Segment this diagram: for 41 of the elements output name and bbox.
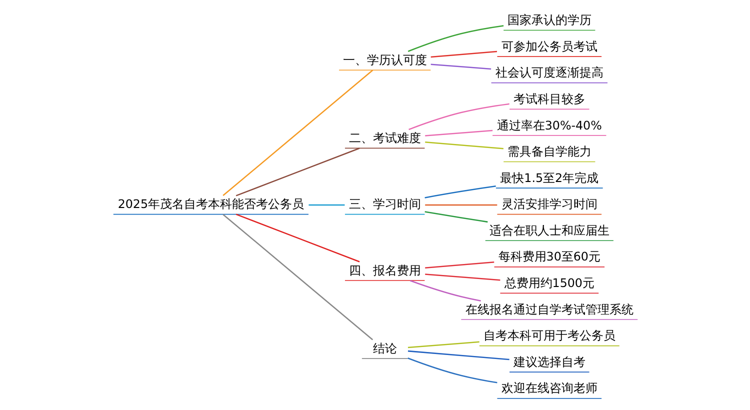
node-text: 国家承认的学历 [506, 13, 591, 28]
node-text: 一、学历认可度 [342, 52, 426, 67]
connector [424, 141, 503, 150]
connector [407, 350, 509, 360]
node-text: 社会认可度逐渐提高 [494, 66, 603, 80]
connector [424, 274, 500, 281]
connector [222, 70, 373, 196]
connector [407, 25, 504, 52]
connector [235, 214, 360, 262]
node-text: 欢迎在线咨询老师 [500, 381, 597, 396]
node-text: 每科费用30至60元 [498, 250, 600, 264]
node-text: 适合在职人士和应届生 [488, 223, 609, 238]
node-text: 三、学习时间 [348, 197, 420, 212]
connector [430, 50, 497, 58]
connector [235, 148, 360, 196]
node-text: 需具备自学能力 [506, 144, 591, 159]
connector [407, 341, 479, 348]
node-text: 总费用约1500元 [504, 276, 594, 290]
node-text: 灵活安排学习时间 [500, 197, 597, 212]
node-text: 考试科目较多 [512, 92, 585, 106]
node-text: 在线报名通过自学考试管理系统 [464, 302, 633, 316]
node-text: 最快1.5至2年完成 [500, 170, 598, 185]
node-text: 可参加公务员考试 [500, 39, 597, 54]
node-text: 结论 [372, 341, 396, 356]
node-text: 四、报名费用 [348, 263, 420, 278]
connector [424, 185, 496, 198]
node-text: 通过率在30%-40% [496, 118, 602, 132]
connector [409, 280, 480, 302]
node-text: 二、考试难度 [348, 130, 420, 145]
node-text: 建议选择自考 [512, 354, 585, 369]
connector [424, 130, 492, 136]
connector [222, 214, 373, 340]
node-text: 2025年茂名自考本科能否考公务员 [117, 197, 304, 212]
connector [408, 103, 509, 130]
connector [424, 262, 494, 269]
connector [424, 211, 488, 223]
connector [407, 358, 497, 384]
connector [308, 204, 344, 206]
connector [430, 64, 491, 70]
node-text: 自考本科可用于考公务员 [482, 328, 615, 343]
connector [424, 204, 497, 206]
